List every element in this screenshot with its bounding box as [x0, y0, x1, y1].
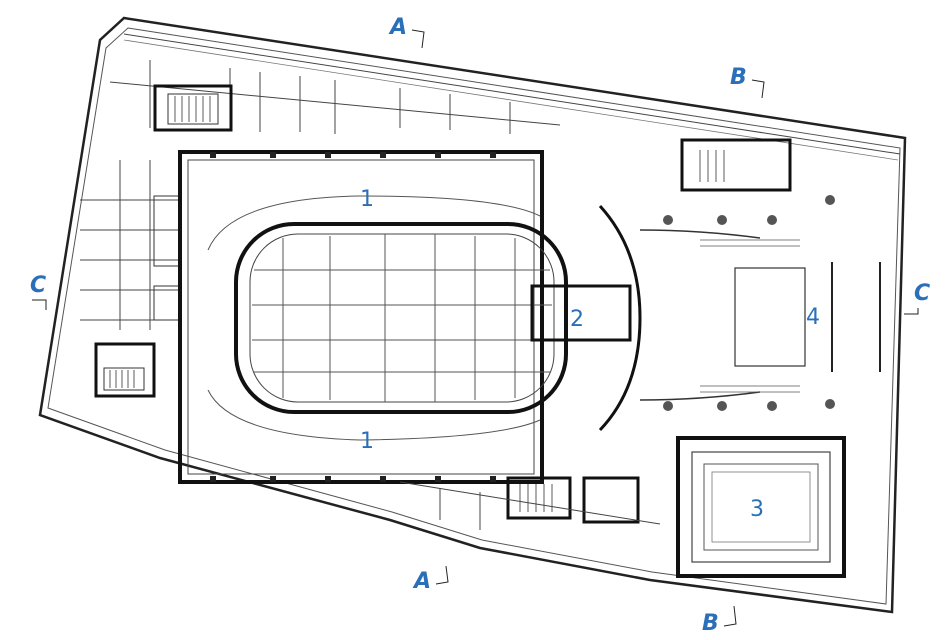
- section-marker-b-top: B: [730, 65, 765, 99]
- room-1-top-label: 1: [360, 187, 374, 212]
- building-envelope: [38, 16, 907, 614]
- section-c-left-label: C: [30, 273, 46, 298]
- section-marker-b-bottom: B: [702, 605, 737, 636]
- stair-core-top-right: [680, 138, 792, 192]
- section-c-right-label: C: [914, 281, 930, 306]
- section-marker-c-left: C: [30, 273, 47, 310]
- room-4-label: 4: [806, 305, 820, 330]
- section-marker-a-top: A: [388, 15, 425, 49]
- room-3-label: 3: [750, 497, 764, 522]
- rehearsal-room: [676, 436, 846, 578]
- stage-area: [530, 204, 761, 432]
- left-office-block: [80, 160, 181, 330]
- section-a-bottom-label: A: [412, 569, 431, 594]
- foyer: [663, 195, 881, 411]
- bottom-office-strip: [399, 481, 661, 530]
- section-a-top-label: A: [388, 15, 407, 40]
- stair-core-top-left: [153, 84, 233, 132]
- room-1-bottom-label: 1: [360, 429, 374, 454]
- section-b-bottom-label: B: [702, 611, 719, 636]
- stair-core-bottom: [506, 476, 640, 524]
- room-2-label: 2: [570, 307, 584, 332]
- section-b-top-label: B: [730, 65, 747, 90]
- section-marker-c-right: C: [904, 281, 930, 315]
- top-office-strip: [109, 60, 561, 134]
- main-hall: [178, 150, 544, 484]
- stair-core-left: [94, 342, 156, 398]
- auditorium-ceiling: [234, 222, 568, 414]
- section-marker-a-bottom: A: [412, 565, 449, 594]
